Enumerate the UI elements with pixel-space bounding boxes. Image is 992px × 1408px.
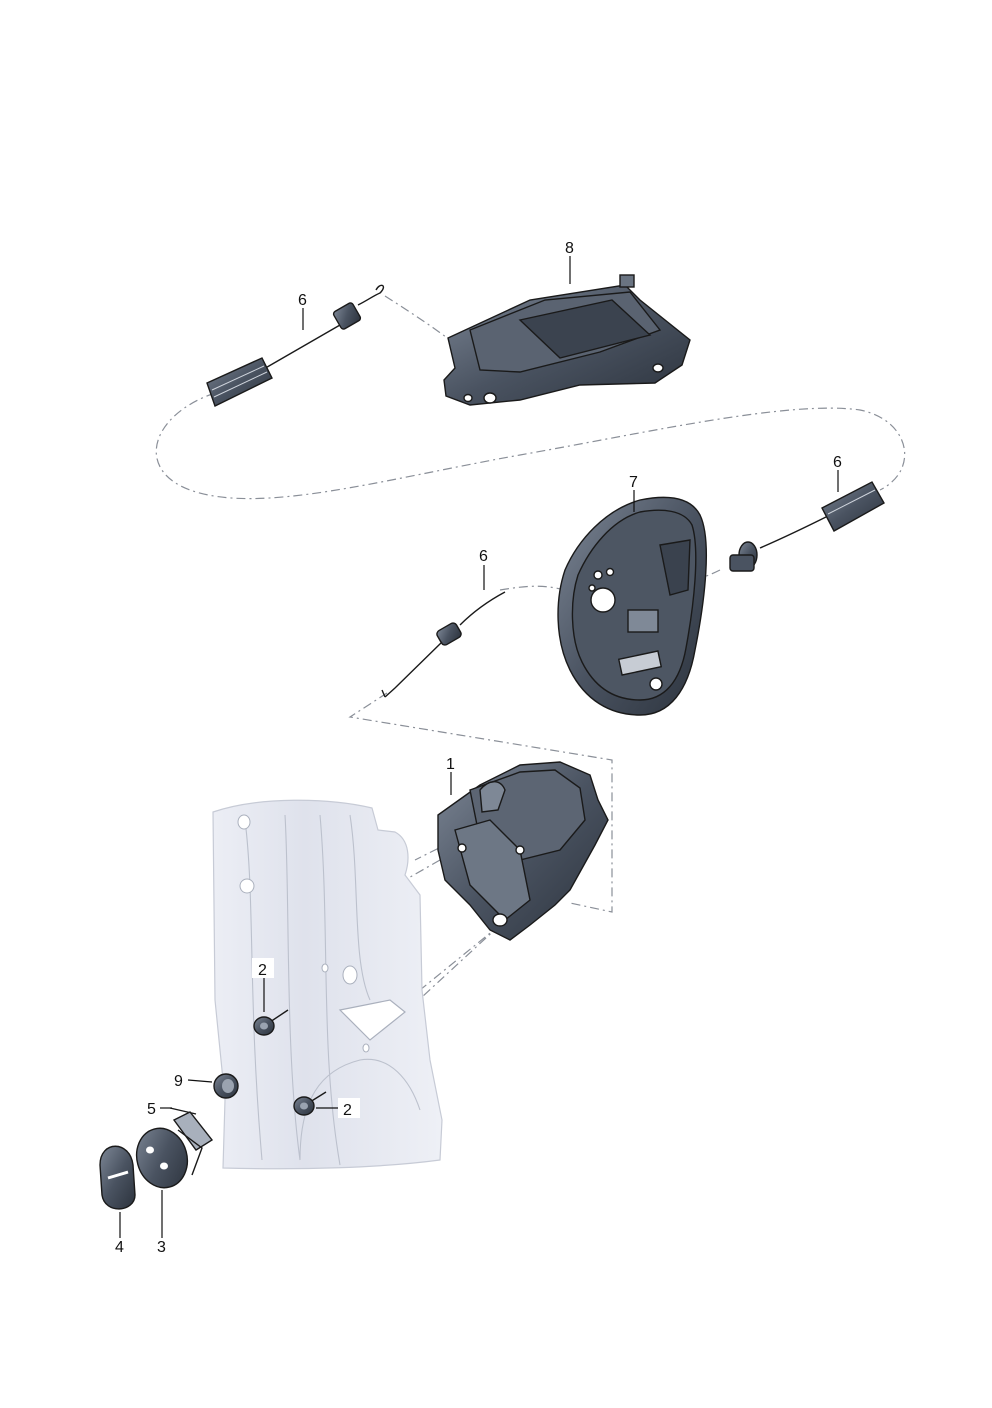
assembly-leader-cable-loop [155,295,906,500]
callout-label-9: 9 [174,1073,183,1090]
callout-label-2-lower: 2 [343,1102,352,1119]
bowden-cable-right [729,481,885,572]
callout-label-7: 7 [629,474,638,491]
callout-label-6-right: 6 [833,454,842,471]
assembly-leader-lock-bracket [348,692,613,913]
callout-label-5: 5 [147,1101,156,1118]
grommet-plug [213,1073,239,1099]
door-shell-panel [212,799,443,1170]
inner-door-handle-housing [443,274,691,406]
striker-screw [169,1107,214,1151]
callout-label-2-upper: 2 [258,962,267,979]
callout-label-6-top-left: 6 [298,292,307,309]
callout-label-8: 8 [565,240,574,257]
door-lock-unit [437,761,609,941]
bolt-lower [293,1091,327,1116]
striker-shim [99,1145,136,1210]
callout-label-6-lower: 6 [479,548,488,565]
bolt-upper [253,1009,289,1036]
striker-plate [135,1127,203,1189]
bowden-cable-lower [381,591,506,698]
leader-9 [187,1079,213,1083]
callout-label-3: 3 [157,1239,166,1256]
bowden-cable-top-left [206,284,385,407]
callout-label-1: 1 [446,756,455,773]
callout-label-4: 4 [115,1239,124,1256]
outer-handle-bezel [557,496,707,716]
